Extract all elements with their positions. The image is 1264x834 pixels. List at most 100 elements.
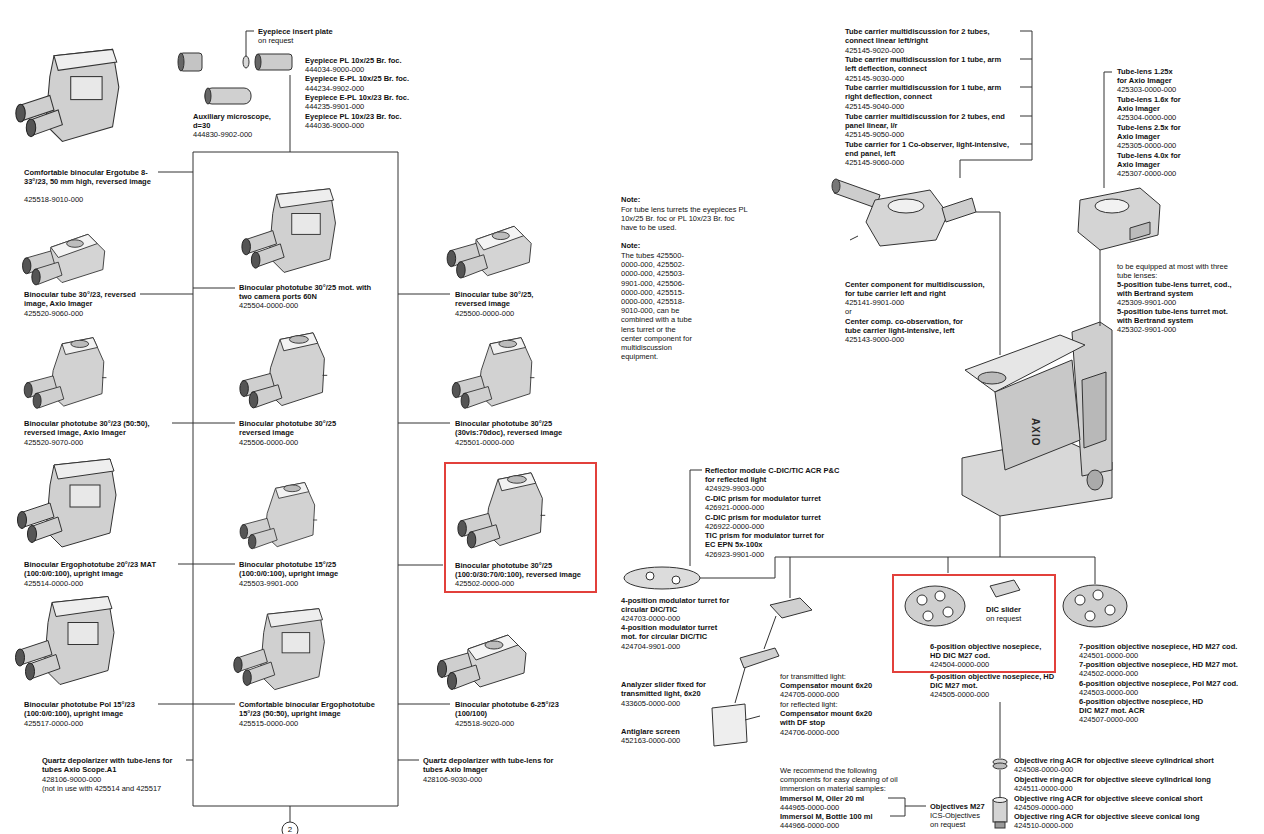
illustration-part xyxy=(205,88,251,104)
tube-lens-turret-drawing xyxy=(1078,188,1160,250)
illustration-part xyxy=(923,611,933,621)
pol-phototube-drawing xyxy=(16,597,115,685)
component-label: Compensator mount 6x20 with DF stop xyxy=(780,709,880,727)
part-number: 424507-0000-000 xyxy=(1079,715,1138,724)
illustration-part xyxy=(646,572,654,580)
part-number: 425518-9010-000 xyxy=(24,195,83,204)
component-label: Tube carrier multidiscussion for 1 tube,… xyxy=(845,55,1010,73)
illustration-part xyxy=(990,580,1020,597)
illustration-part xyxy=(1082,372,1106,448)
illustration-part xyxy=(943,607,953,617)
component-label: Compensator mount 6x20 xyxy=(780,681,872,690)
component-label: Analyzer slider fixed for transmitted li… xyxy=(621,680,726,698)
part-number: 425304-0000-000 xyxy=(1117,113,1176,122)
part-number: 424504-0000-000 xyxy=(930,660,989,669)
part-number: The tubes 425500-0000-000, 425502-0000-0… xyxy=(621,251,696,361)
phototube-drawing xyxy=(240,333,327,408)
illustration-part xyxy=(775,557,1095,558)
illustration-part xyxy=(960,31,1032,178)
illustration-part xyxy=(1075,595,1085,605)
component-label: Objective ring ACR for objective sleeve … xyxy=(1014,794,1203,803)
part-number: or xyxy=(845,307,852,316)
component-label: Binocular phototube 30°/25 mot. with two… xyxy=(239,283,374,301)
component-label: Quartz depolarizer with tube-lens for tu… xyxy=(423,756,563,774)
component-label: Note: xyxy=(621,195,640,204)
part-number: We recommend the following components fo… xyxy=(780,766,908,794)
illustration-part xyxy=(942,198,976,222)
part-number: 424929-9903-000 xyxy=(705,484,764,493)
component-label: Tube-lens 2.5x for Axio Imager xyxy=(1117,123,1183,141)
illustration-part xyxy=(290,75,291,152)
component-label: Objectives M27 xyxy=(930,802,985,811)
component-label: Auxiliary microscope, d=30 xyxy=(193,112,285,130)
component-label: 7-position objective nosepiece, HD M27 c… xyxy=(1079,642,1237,651)
part-number: 444034-9000-000 xyxy=(305,65,364,74)
component-label: Tube carrier multidiscussion for 2 tubes… xyxy=(845,27,1013,45)
component-label: Tube carrier multidiscussion for 2 tubes… xyxy=(845,112,1013,130)
component-label: Quartz depolarizer with tube-lens for tu… xyxy=(42,756,184,774)
part-number: 426922-0000-000 xyxy=(705,522,764,531)
phototube-drawing xyxy=(242,189,336,273)
illustration-part xyxy=(764,616,776,649)
illustration-part xyxy=(905,586,965,626)
illustration-part xyxy=(993,763,1007,769)
part-number: 425303-0000-000 xyxy=(1117,85,1176,94)
part-number: 425515-0000-000 xyxy=(239,719,298,728)
part-number: 425145-9020-000 xyxy=(845,46,904,55)
part-number: 425520-9060-000 xyxy=(24,309,83,318)
component-label: Objective ring ACR for objective sleeve … xyxy=(1014,812,1200,821)
part-number: 444036-9000-000 xyxy=(305,121,364,130)
part-number: on request xyxy=(930,820,965,829)
illustration-part xyxy=(282,822,298,834)
part-number: (not in use with 425514 and 425517 xyxy=(42,784,161,793)
illustration-part xyxy=(290,806,291,822)
illustration-part xyxy=(1130,222,1150,240)
component-label: Center component for multidiscussion, fo… xyxy=(845,280,995,298)
component-label: Antiglare screen xyxy=(621,727,680,736)
component-label: Binocular phototube 30°/25 reversed imag… xyxy=(239,419,354,437)
part-number: 425145-9050-000 xyxy=(845,130,904,139)
illustration-part xyxy=(690,470,702,566)
illustration-part xyxy=(1100,250,1101,326)
part-number: 425145-9060-000 xyxy=(845,158,904,167)
part-number: 444830-9902-000 xyxy=(193,130,252,139)
part-number: 425305-0000-000 xyxy=(1117,141,1176,150)
phototube-drawing xyxy=(458,473,545,548)
illustration-part xyxy=(178,53,184,71)
part-number: 426923-9901-000 xyxy=(705,550,764,559)
component-label: 4-position modulator turret mot. for cir… xyxy=(621,623,733,641)
illustration-part xyxy=(193,152,398,806)
component-label: Tube carrier for 1 Co-observer, light-in… xyxy=(845,140,1020,158)
component-label: Eyepiece E-PL 10x/25 Br. foc. xyxy=(305,74,409,83)
component-label: C-DIC prism for modulator turret xyxy=(705,494,821,503)
part-number: 425309-9901-000 xyxy=(1117,298,1176,307)
component-label: Tube-lens 4.0x for Axio Imager xyxy=(1117,151,1183,169)
illustration-part xyxy=(1095,199,1129,213)
component-label: Note: xyxy=(621,241,640,250)
illustration-part xyxy=(672,576,680,584)
illustration-part xyxy=(398,294,450,760)
illustration-part xyxy=(624,567,700,589)
component-label: Binocular phototube 6-25°/23 (100/100) xyxy=(455,700,570,718)
part-number: 444234-9902-000 xyxy=(305,84,364,93)
illustration-part xyxy=(700,557,775,578)
illustration-part xyxy=(243,56,249,68)
nosepiece-drawing xyxy=(905,580,1127,627)
illustration-part xyxy=(1093,590,1103,600)
component-label: 5-position tube-lens turret mot. with Be… xyxy=(1117,307,1242,325)
part-number: 444965-0000-000 xyxy=(780,803,839,812)
part-number: 424705-0000-000 xyxy=(780,690,839,699)
part-number: 452163-0000-000 xyxy=(621,736,680,745)
component-label: Immersol M, Oiler 20 ml xyxy=(780,794,864,803)
component-label: Binocular tube 30°/23, reversed image, A… xyxy=(24,290,142,308)
illustration-part xyxy=(770,598,812,618)
illustration-part xyxy=(255,54,261,70)
leader-lines xyxy=(140,31,1112,834)
illustration-part xyxy=(712,704,747,746)
component-label: Objective ring ACR for objective sleeve … xyxy=(1014,756,1214,765)
part-number: 444966-0000-000 xyxy=(780,821,839,830)
illustration-part xyxy=(193,288,235,704)
illustration-part xyxy=(888,798,926,816)
brand-mark: AXIO xyxy=(1031,418,1040,446)
